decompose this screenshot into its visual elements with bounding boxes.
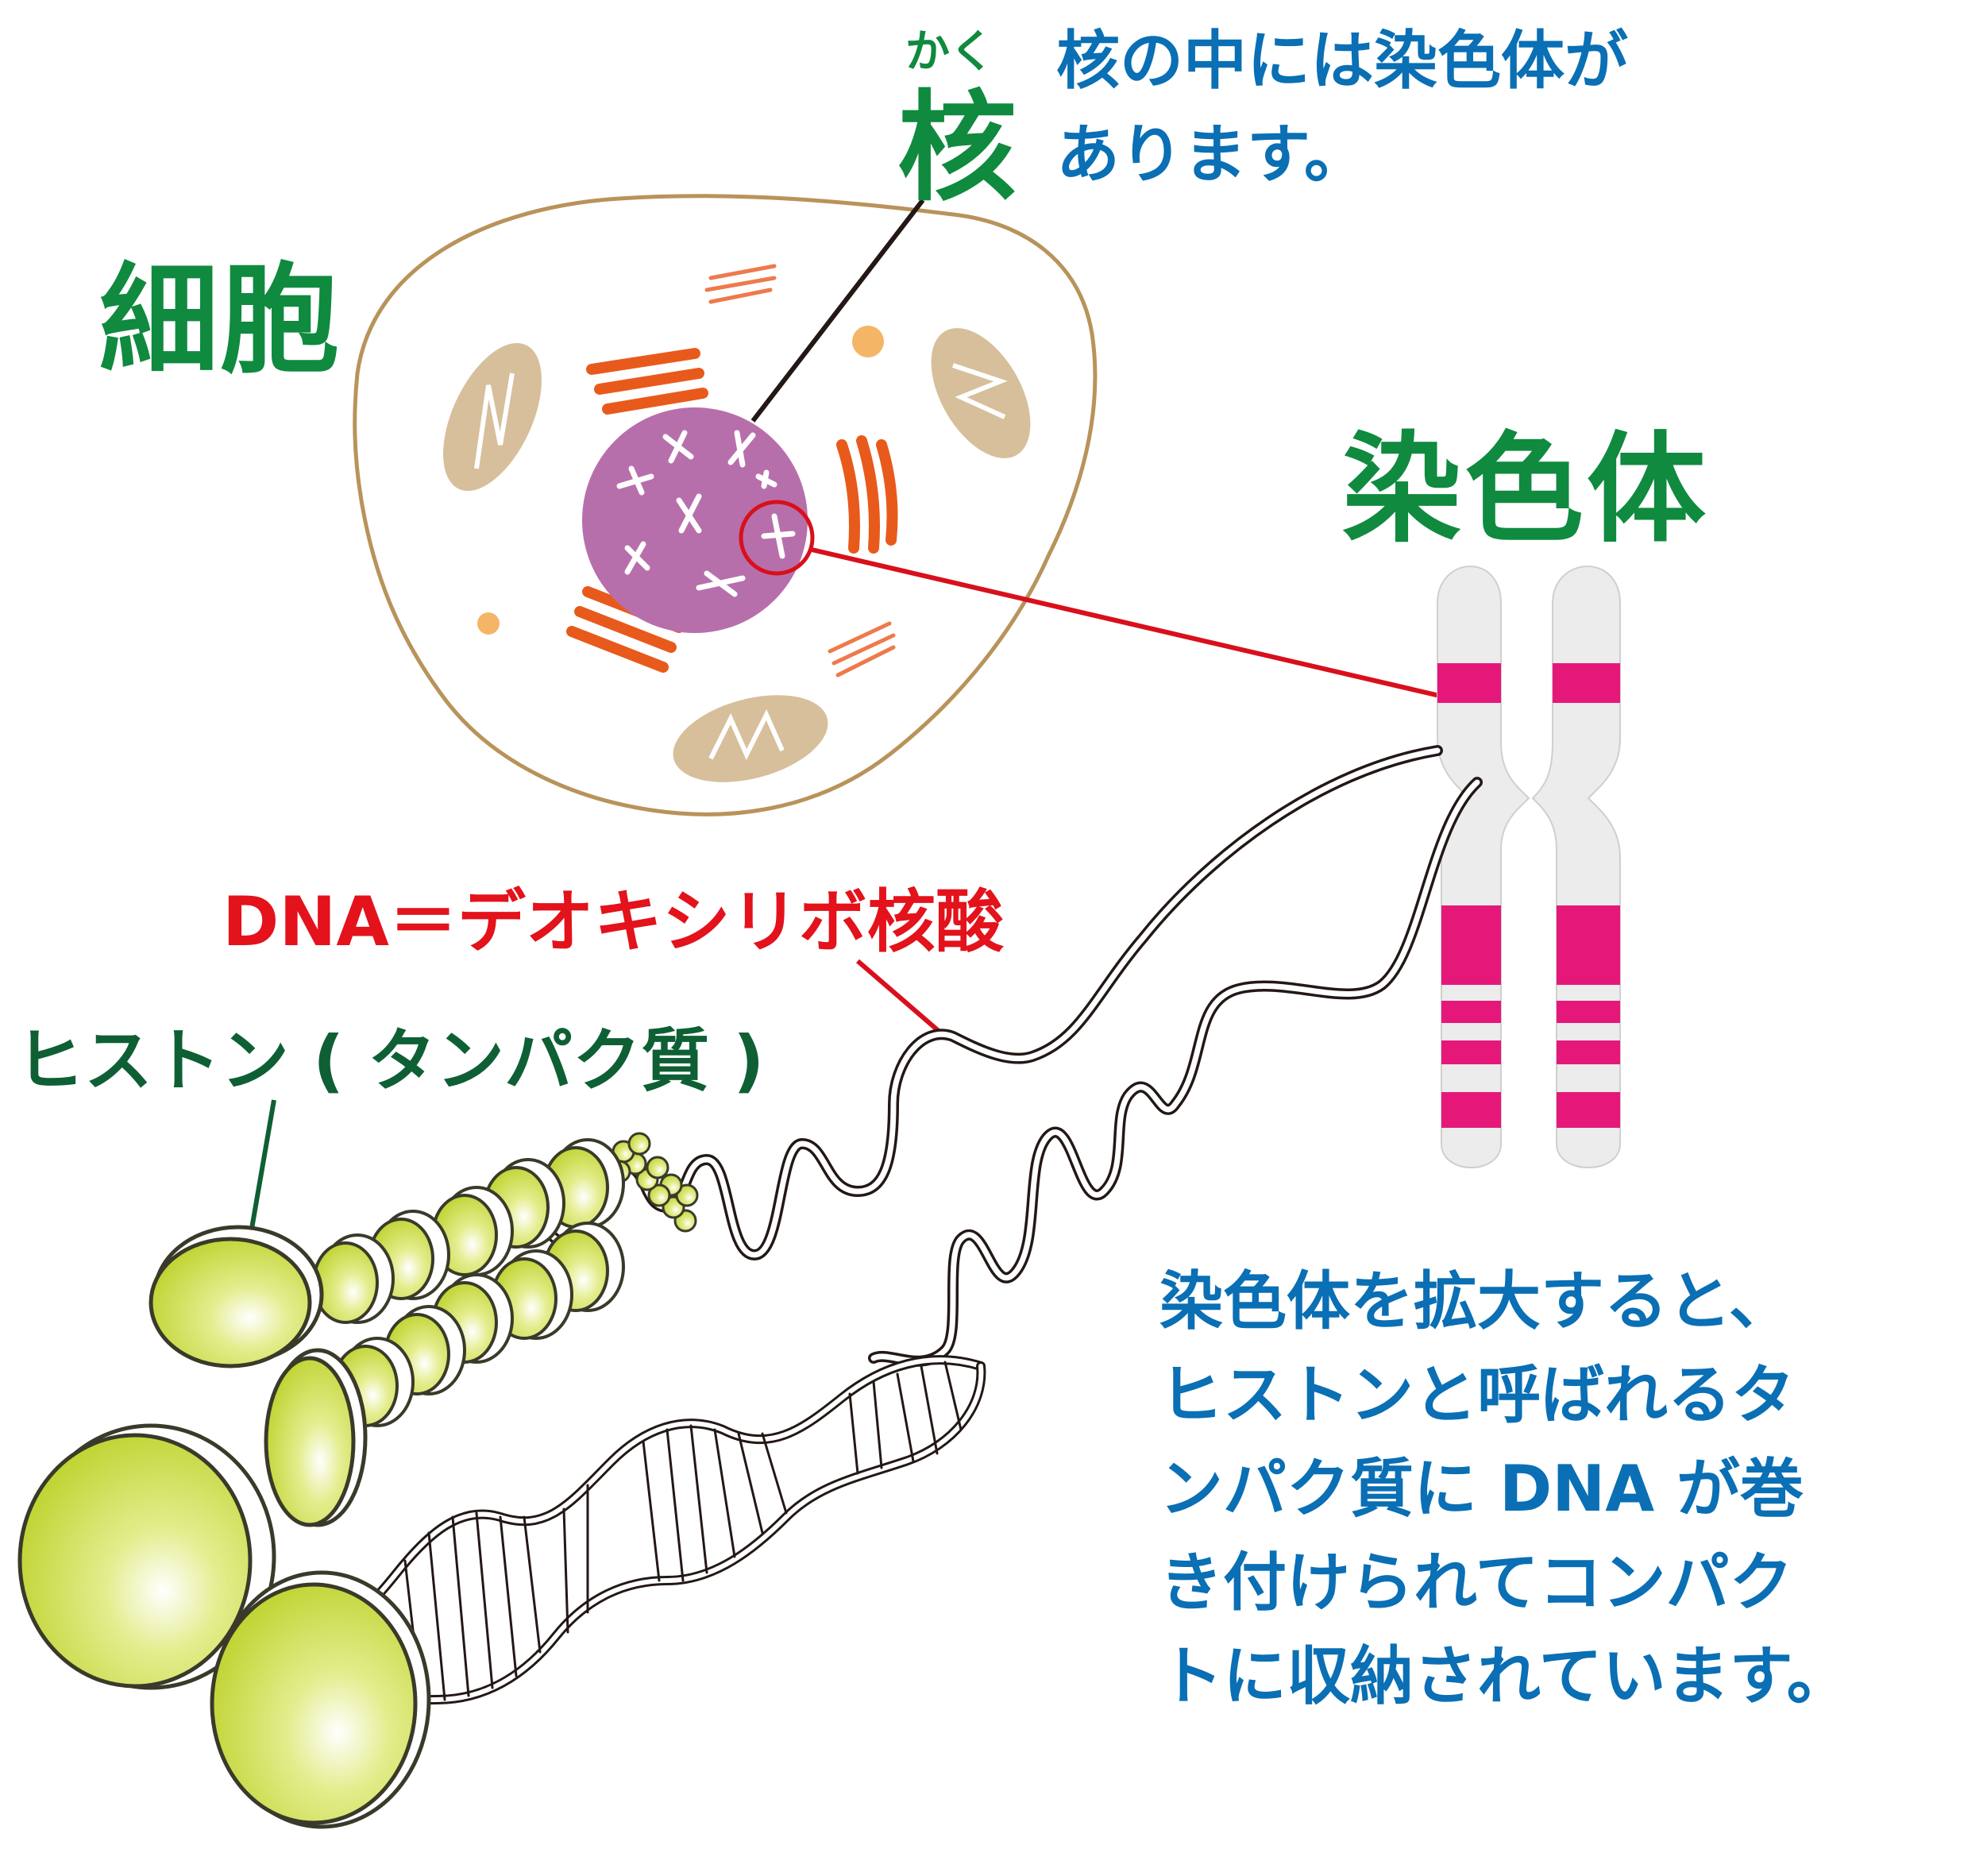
- explanation-line: ンパク質に DNA が巻: [1159, 1452, 1804, 1526]
- chromosome-label: 染色体: [1342, 421, 1710, 559]
- dna-pointer-line: [856, 959, 947, 1039]
- explanation-line: トに収納されています。: [1159, 1639, 1850, 1713]
- vesicle: [477, 612, 500, 635]
- nucleosome-large: [17, 1225, 431, 1829]
- cell: [353, 194, 1098, 816]
- nucleus-note: 核の中には染色体が あります。: [1056, 14, 1771, 202]
- nucleus-chromosomes: [616, 430, 796, 597]
- explanation-line: ヒストンと呼ばれるタ: [1159, 1358, 1795, 1432]
- chromosome-bands: [1437, 663, 1620, 1128]
- mitochondrion: [673, 695, 828, 782]
- vesicle: [852, 326, 884, 357]
- nucleus-note-line: 核の中には染色体が: [1056, 24, 1628, 98]
- histone-label: ヒストン ( タンパク質 ): [16, 1021, 765, 1101]
- cell-label: 細胞: [99, 252, 341, 390]
- nucleus-pointer-line: [750, 199, 925, 423]
- nucleus-ruby: かく: [905, 26, 994, 78]
- dna-label: DNA＝デオキシリボ核酸: [222, 882, 1004, 962]
- mitochondrion: [931, 328, 1031, 458]
- nucleus-label: 核: [897, 79, 1017, 218]
- chromosome-right-arm: [1531, 566, 1621, 1168]
- explanation-line: 染色体を拡大すると、: [1159, 1264, 1792, 1338]
- explanation-text: 染色体を拡大すると、 ヒストンと呼ばれるタ ンパク質に DNA が巻 き付けられ…: [1159, 1255, 1970, 1724]
- chromosome: [1437, 566, 1621, 1168]
- nucleus-note-line: あります。: [1056, 118, 1368, 191]
- mitochondria-group: [443, 328, 1031, 782]
- chromosome-zoom-line: [811, 547, 1454, 701]
- chromosome-highlight-circle: [739, 500, 815, 576]
- nucleosome-fibre-medium: [312, 1138, 625, 1427]
- chromosome-left-arm: [1437, 566, 1530, 1168]
- explanation-line: き付けられてコンパク: [1159, 1546, 1793, 1619]
- dna-double-helix: [281, 1355, 986, 1736]
